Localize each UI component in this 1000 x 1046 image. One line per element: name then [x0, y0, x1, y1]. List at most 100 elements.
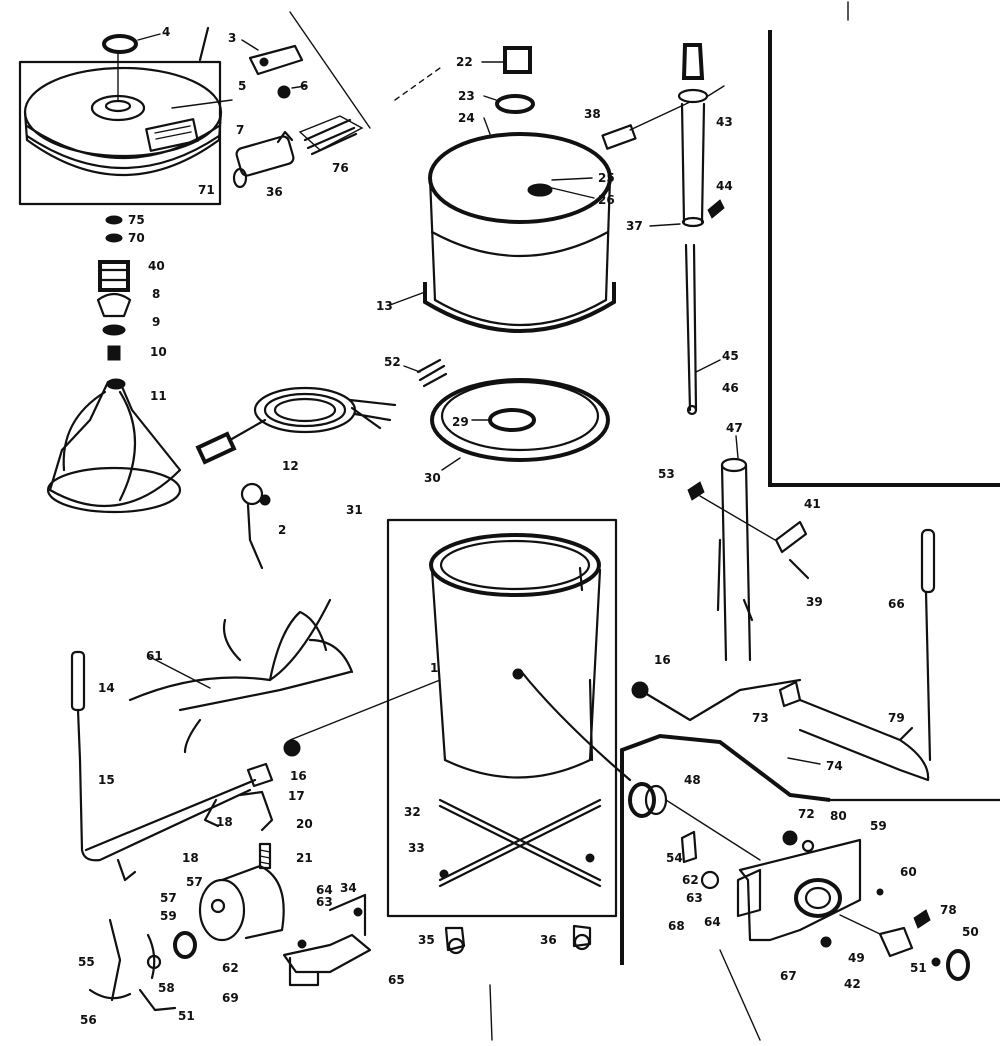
- drain-hose-74: [631, 678, 930, 782]
- callout-68: 68: [668, 919, 685, 933]
- leader-49: [839, 914, 881, 935]
- callout-46: 46: [722, 381, 739, 395]
- tub-drain-26: [527, 183, 553, 197]
- lid-panel-detail: [154, 125, 192, 140]
- callout-25: 25: [598, 171, 615, 185]
- plug-16: [283, 739, 301, 757]
- callout-20: 20: [296, 817, 313, 831]
- callout-64-left: 64: [316, 883, 333, 897]
- spring-21-coils: [259, 849, 271, 865]
- callout-56: 56: [80, 1013, 97, 1027]
- sensor-body: [70, 650, 86, 712]
- pipe-washer-43: [677, 88, 709, 104]
- leader-1: [289, 679, 441, 741]
- callout-43: 43: [716, 115, 733, 129]
- callout-32: 32: [404, 805, 421, 819]
- leader-30: [441, 457, 461, 471]
- callout-44: 44: [716, 179, 733, 193]
- callout-18-a: 18: [216, 815, 233, 829]
- leader-26: [551, 187, 595, 199]
- basket-31: [289, 518, 632, 918]
- hose-68: [920, 528, 936, 762]
- hose-74-lower: [798, 698, 930, 782]
- callout-60: 60: [900, 865, 917, 879]
- washer-23: [495, 94, 535, 114]
- basket-bottom: [443, 758, 592, 779]
- wire-harness-61: [128, 598, 354, 754]
- callout-55: 55: [78, 955, 95, 969]
- lid-control-panel: [145, 118, 199, 152]
- ring-30-outer: [430, 378, 610, 462]
- basket-rim: [429, 533, 601, 597]
- plug-16-right: [631, 681, 649, 699]
- cap-40-ridges: [98, 268, 130, 282]
- cord-coil-mid: [263, 392, 347, 428]
- callout-59-left: 59: [160, 909, 177, 923]
- basket-grommet: [512, 668, 524, 680]
- callout-16-right: 16: [654, 653, 671, 667]
- fitting-41: [687, 481, 810, 580]
- callout-17: 17: [288, 789, 305, 803]
- harness-branch-2: [183, 718, 202, 754]
- callout-12: 12: [282, 459, 299, 473]
- callout-6: 6: [300, 79, 308, 93]
- leader-line-76: [289, 11, 371, 129]
- callout-26: 26: [598, 193, 615, 207]
- callout-63-left: 63: [316, 895, 333, 909]
- washer-58: [146, 954, 162, 970]
- callout-1: 1: [430, 661, 438, 675]
- leader-53-41: [699, 495, 776, 541]
- nut-78: [913, 909, 931, 929]
- callout-5: 5: [238, 79, 246, 93]
- callout-21: 21: [296, 851, 313, 865]
- stud-10: [107, 345, 121, 361]
- agitator-vane-1: [62, 390, 107, 472]
- lid-rim: [23, 110, 223, 176]
- clip-79: [898, 726, 914, 742]
- gearcase-bearing: [794, 878, 842, 918]
- callout-30: 30: [424, 471, 441, 485]
- tube-15-inner: [84, 778, 257, 852]
- pipe-cap: [681, 43, 705, 80]
- bracket-20: [238, 790, 274, 832]
- callout-65: 65: [388, 973, 405, 987]
- clip-18: [203, 798, 220, 828]
- reference-tick-bottom: [489, 984, 493, 1041]
- bolt-64: [353, 907, 363, 917]
- gasket-29: [488, 408, 536, 432]
- basket-inset-frame: [386, 518, 618, 918]
- callout-67: 67: [780, 969, 797, 983]
- callout-63-right: 63: [686, 891, 703, 905]
- caster-36-wheel: [573, 933, 591, 951]
- callout-41: 41: [804, 497, 821, 511]
- clip-36-left: [116, 858, 137, 882]
- callout-59-right: 59: [870, 819, 887, 833]
- basket-rim-inner: [439, 539, 591, 591]
- terminal-2: [240, 482, 271, 570]
- tube-47-top: [720, 457, 748, 473]
- switch-screw-3: [259, 57, 269, 67]
- callout-52: 52: [384, 355, 401, 369]
- callout-70: 70: [128, 231, 145, 245]
- switch-lever-7: [276, 130, 294, 144]
- tub-bottom-curve: [433, 298, 608, 327]
- valve-17: [246, 762, 274, 788]
- callout-64-right: 64: [704, 915, 721, 929]
- callout-4: 4: [162, 25, 170, 39]
- cabinet-back-edge: [768, 30, 1000, 487]
- rod-45: [684, 243, 698, 412]
- callout-35: 35: [418, 933, 435, 947]
- callout-58: 58: [158, 981, 175, 995]
- hose-66-line: [924, 590, 932, 762]
- tub-band: [430, 230, 610, 258]
- callout-72: 72: [798, 807, 815, 821]
- callout-74: 74: [826, 759, 843, 773]
- callout-51-left: 51: [178, 1009, 195, 1023]
- bolt-67: [820, 936, 832, 948]
- agitator-11: [48, 380, 182, 508]
- callout-9: 9: [152, 315, 160, 329]
- pulley-62: [173, 931, 197, 959]
- terminal-nut: [259, 494, 271, 506]
